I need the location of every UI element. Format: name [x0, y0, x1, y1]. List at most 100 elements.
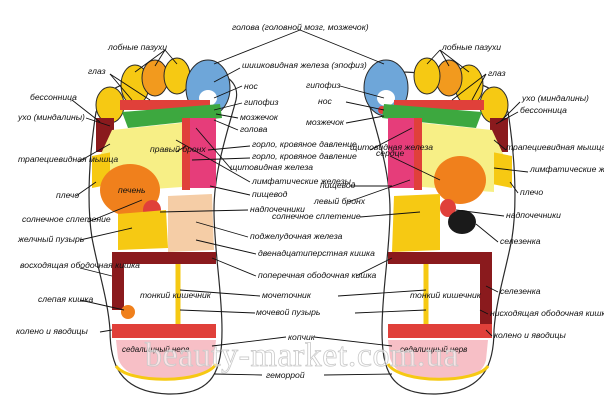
leader-line [475, 223, 499, 243]
label-shoulder-right: плечо [520, 187, 543, 197]
right-shoulder-zone [492, 152, 512, 188]
label-hemorrhoids: геморрой [266, 370, 305, 380]
leader-line [79, 227, 133, 241]
leader-line [509, 181, 519, 194]
label-descending-colon: нисходящая ободочная кишка [490, 308, 604, 318]
leader-line [499, 101, 521, 123]
leader-line [455, 209, 505, 217]
leader-line [339, 85, 385, 99]
leader-line [495, 111, 519, 125]
label-knee-right: колено и яводицы [494, 330, 566, 340]
label-lymph-left: лимфатические железы [251, 176, 352, 186]
right-eye-ear-band [394, 100, 484, 110]
right-spleen-zone [448, 210, 476, 234]
label-solar-plexus-right: солнечное сплетение [272, 211, 361, 221]
label-gallbladder: желчный пузырь [17, 234, 85, 244]
left-appendix-zone [121, 305, 135, 319]
leader-line [439, 49, 450, 67]
leader-line [211, 257, 257, 277]
leader-line [109, 73, 151, 101]
leader-line [323, 373, 393, 376]
label-heart: сердце [376, 148, 405, 158]
right-hemorrhoid-band [386, 363, 490, 381]
label-solar-plexus-left: солнечное сплетение [22, 214, 111, 224]
leader-line [85, 117, 111, 127]
leader-line [179, 309, 256, 314]
label-frontal-sinuses-left: лобные пазухи [107, 42, 167, 52]
label-pancreas: поджелудочная железа [250, 231, 343, 241]
label-ureter: мочеточник [262, 290, 312, 300]
leader-line [179, 289, 261, 297]
leader-line [345, 115, 385, 124]
leader-line [213, 67, 241, 83]
leader-line [439, 49, 470, 73]
label-lymph-right: лимфатические железы [529, 164, 604, 174]
right-sciatic-label: седалищный нерв [400, 345, 467, 354]
label-pineal: шишковидная железа (эпофиз) [242, 60, 367, 70]
left-foot: седалищный нерв [88, 57, 238, 395]
label-thyroid-right: щитовидная железа [350, 142, 433, 152]
leader-line [175, 145, 187, 153]
leader-line [471, 73, 487, 101]
left-heel-zone [116, 340, 216, 380]
label-thyroid-left: щитовидная железа [230, 162, 313, 172]
leader-line [175, 139, 251, 183]
leader-line [164, 49, 178, 65]
label-spleen-lower: селезенка [500, 286, 541, 296]
leader-line [134, 49, 166, 73]
leader-line [479, 309, 489, 315]
leader-line [426, 49, 441, 65]
left-throat-zone [190, 118, 216, 188]
label-small-intestine-left: тонкий кишечник [140, 290, 212, 300]
leader-line [211, 336, 287, 347]
label-duodenum: двенадцатиперстная кишка [258, 248, 375, 258]
leader-line [355, 257, 393, 277]
label-right-bronchus: правый бронх [150, 144, 206, 154]
label-eye-left: глаз [88, 66, 106, 76]
label-ear-right: ухо (миндалины) [521, 93, 589, 103]
label-ascending-colon: восходящая ободочная кишка [20, 260, 140, 270]
leader-line [191, 157, 251, 161]
label-eye-right: глаз [488, 68, 506, 78]
watermark: beauty-market.com.ua [145, 337, 459, 374]
leader-line [347, 179, 411, 203]
label-shoulder-left: плечо [56, 190, 79, 200]
left-eye-ear-band [120, 100, 210, 110]
leader-line [207, 145, 251, 151]
right-adrenal-zone [440, 199, 456, 217]
label-trapezius-left: трапециевидная мышца [18, 154, 118, 164]
right-small-intestine [390, 264, 480, 322]
right-second-toe [413, 57, 441, 95]
label-throat-mid: горло, кровяное давление [252, 151, 357, 161]
leader-line [213, 373, 263, 376]
label-trapezius-right: трапециевидная мышца [506, 142, 604, 152]
leader-line [154, 49, 166, 67]
leader-line [299, 29, 385, 65]
leader-line [77, 143, 111, 163]
leader-line [389, 155, 441, 181]
leader-line [99, 329, 113, 333]
leader-line [195, 239, 257, 255]
leader-line [485, 285, 499, 293]
label-esophagus-left: пищевод [252, 189, 288, 199]
right-green-band [382, 104, 482, 128]
leader-line [337, 289, 427, 297]
label-nose-left: нос [244, 81, 259, 91]
label-appendix: слепая кишка [38, 294, 93, 304]
right-knee-zone [388, 324, 492, 338]
left-little-toe [95, 86, 125, 124]
leader-line [195, 221, 249, 238]
label-cerebellum-left: мозжечок [240, 112, 279, 122]
label-insomnia-left: бессонница [30, 92, 77, 102]
leader-line [213, 119, 239, 131]
leader-line [109, 73, 133, 101]
leader-line [359, 211, 421, 218]
label-coccyx: копчик [288, 332, 316, 342]
label-small-intestine-right: тонкий кишечник [410, 290, 482, 300]
label-knee-left: колено и яводицы [16, 326, 88, 336]
label-frontal-sinuses-right: лобные пазухи [441, 42, 501, 52]
label-head-short: голова [240, 124, 268, 134]
left-pancreas-zone [168, 194, 214, 252]
right-heart-zone [434, 156, 486, 204]
